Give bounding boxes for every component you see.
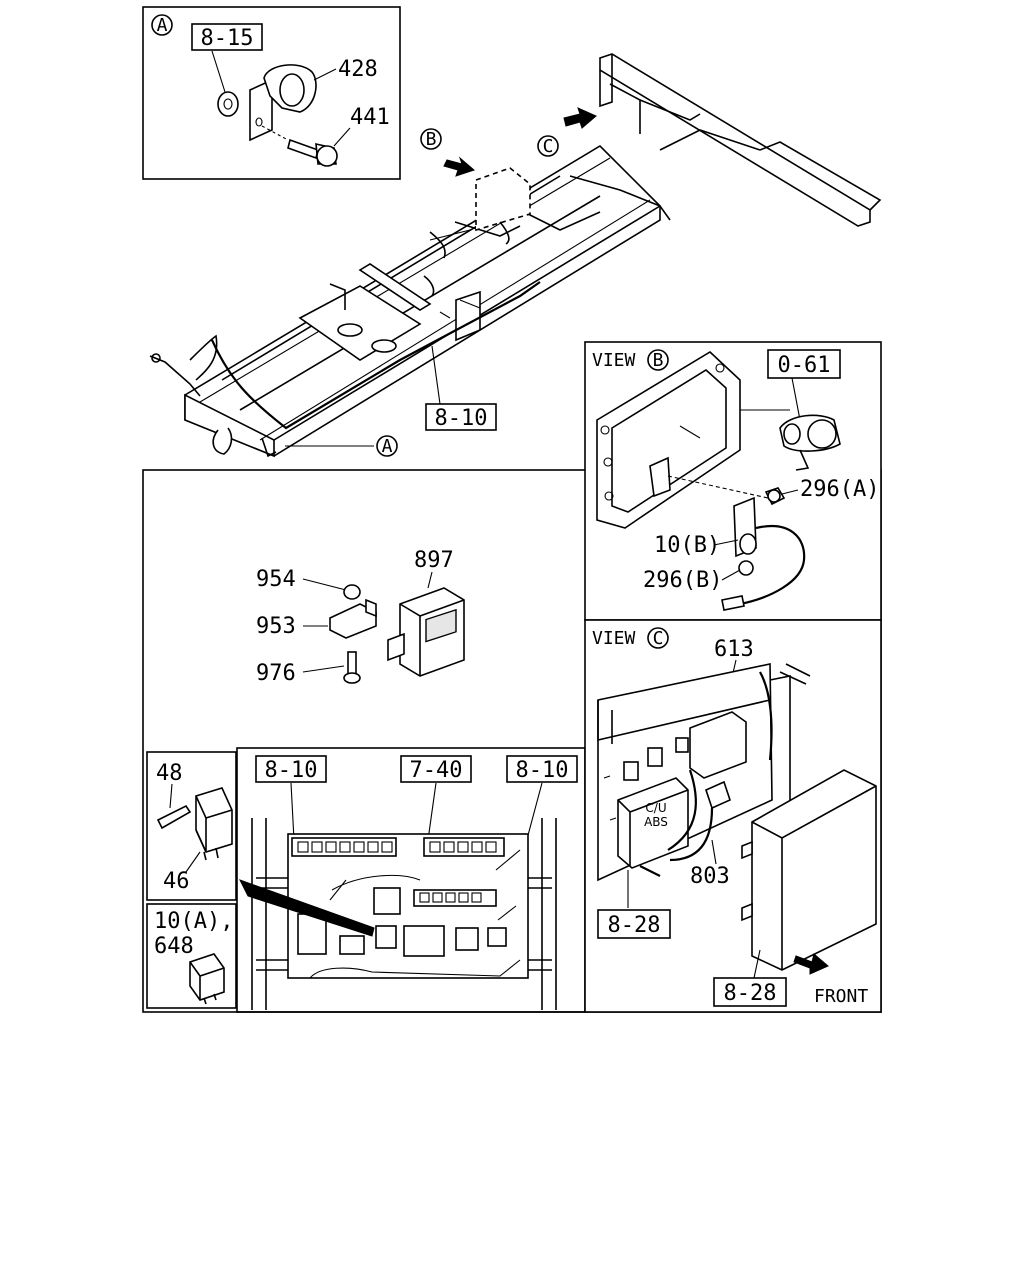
part-label-10a: 10(A), <box>154 909 233 934</box>
view-c-panel: VIEW C 613 C/U ABS 803 8-28 <box>584 619 882 1013</box>
cover-box-part <box>741 769 877 971</box>
ref-box-8-10-right <box>506 755 578 783</box>
relay-block-b <box>339 935 365 955</box>
part-label-441: 441 <box>350 105 390 130</box>
view-c-marker <box>537 135 559 157</box>
ref-label-0-61: 0-61 <box>778 353 831 378</box>
view-b-panel: VIEW B 0-61 296( <box>584 341 882 621</box>
ref-box-0-61 <box>767 349 841 379</box>
part-label-953: 953 <box>256 614 296 639</box>
part-label-648: 648 <box>154 934 194 959</box>
abs-control-unit: C/U ABS <box>617 777 689 869</box>
mounting-plate <box>596 351 790 529</box>
ref-label-8-15: 8-15 <box>201 26 254 51</box>
abs-unit-label-cu: C/U <box>645 801 666 815</box>
relay-0-61-part <box>779 414 841 471</box>
view-c-title-marker <box>647 627 669 649</box>
relay-46-part <box>195 787 233 861</box>
view-b-arrow <box>443 156 475 177</box>
part-label-976: 976 <box>256 661 296 686</box>
relay-block-c <box>373 887 401 915</box>
view-c-title-letter: C <box>653 628 664 649</box>
part-label-428: 428 <box>338 57 378 82</box>
ref-label-7-40: 7-40 <box>410 758 463 783</box>
detail-a-callout-letter: A <box>382 436 393 457</box>
view-b-marker-letter: B <box>426 129 437 150</box>
control-unit-897-part <box>387 587 465 677</box>
part-label-296a: 296(A) <box>800 477 879 502</box>
view-b-title-marker <box>647 349 669 371</box>
nut-954-part <box>343 584 361 600</box>
view-b-title-letter: B <box>653 350 664 371</box>
ref-label-8-28-b: 8-28 <box>724 981 777 1006</box>
ref-box-8-28-b <box>713 977 787 1007</box>
part-label-803: 803 <box>690 864 730 889</box>
ref-box-8-10-left <box>255 755 327 783</box>
relay-block-a <box>297 913 327 955</box>
control-unit-assembly: 954 953 976 897 <box>256 548 465 686</box>
relay-block-f <box>455 927 479 951</box>
relay-648-detail: 10(A), 648 <box>146 903 237 1009</box>
view-c-marker-letter: C <box>543 136 554 157</box>
view-c-arrow <box>563 107 597 129</box>
relay-46-detail: 48 46 <box>146 751 237 901</box>
detail-a-marker-letter: A <box>157 15 168 36</box>
ref-label-8-10-left: 8-10 <box>265 758 318 783</box>
nut-296a-part <box>764 487 786 506</box>
relay-648-part <box>189 953 225 1005</box>
ref-label-8-10-main: 8-10 <box>435 406 488 431</box>
part-label-48: 48 <box>156 761 183 786</box>
bracket-953-part <box>329 598 377 639</box>
ref-box-8-10-main <box>425 403 497 431</box>
detail-a-marker <box>151 14 173 36</box>
fuse-block-lower <box>413 889 497 907</box>
ref-label-8-28-a: 8-28 <box>608 913 661 938</box>
bracket-10b-part <box>721 496 806 611</box>
abs-unit-label-abs: ABS <box>644 815 668 829</box>
part-label-46: 46 <box>163 869 190 894</box>
ref-box-8-28-a <box>597 909 671 939</box>
detail-a-callout-marker <box>376 435 398 457</box>
detail-a-panel: A 8-15 428 441 <box>142 6 401 180</box>
relay-block-e <box>403 925 445 957</box>
relay-board-panel: 8-10 7-40 8-10 <box>236 747 586 1013</box>
bolt-976-part <box>343 651 361 684</box>
connector-613-part <box>623 711 747 810</box>
relay-block-d <box>375 925 397 949</box>
view-c-title: VIEW <box>592 628 636 649</box>
part-label-296b: 296(B) <box>643 568 722 593</box>
clamp-428-part <box>249 64 317 142</box>
front-label: FRONT <box>814 986 868 1007</box>
screw-48-part <box>156 804 192 830</box>
front-arrow <box>793 953 829 975</box>
view-b-marker <box>420 128 442 150</box>
nut-part <box>217 91 239 117</box>
ref-box-8-15 <box>191 23 263 51</box>
pointer-wedge <box>238 879 375 937</box>
fuse-block-center <box>423 837 505 857</box>
part-label-954: 954 <box>256 567 296 592</box>
part-label-10b: 10(B) <box>654 533 720 558</box>
part-label-613: 613 <box>714 637 754 662</box>
relay-block-g <box>487 927 507 947</box>
ref-box-7-40 <box>400 755 472 783</box>
chassis-frame: B C <box>149 53 882 458</box>
nut-296b-part <box>738 560 754 576</box>
part-label-897: 897 <box>414 548 454 573</box>
view-b-title: VIEW <box>592 350 636 371</box>
ref-label-8-10-right: 8-10 <box>516 758 569 783</box>
fuse-block-left <box>291 837 397 857</box>
bolt-441-part <box>261 125 338 167</box>
